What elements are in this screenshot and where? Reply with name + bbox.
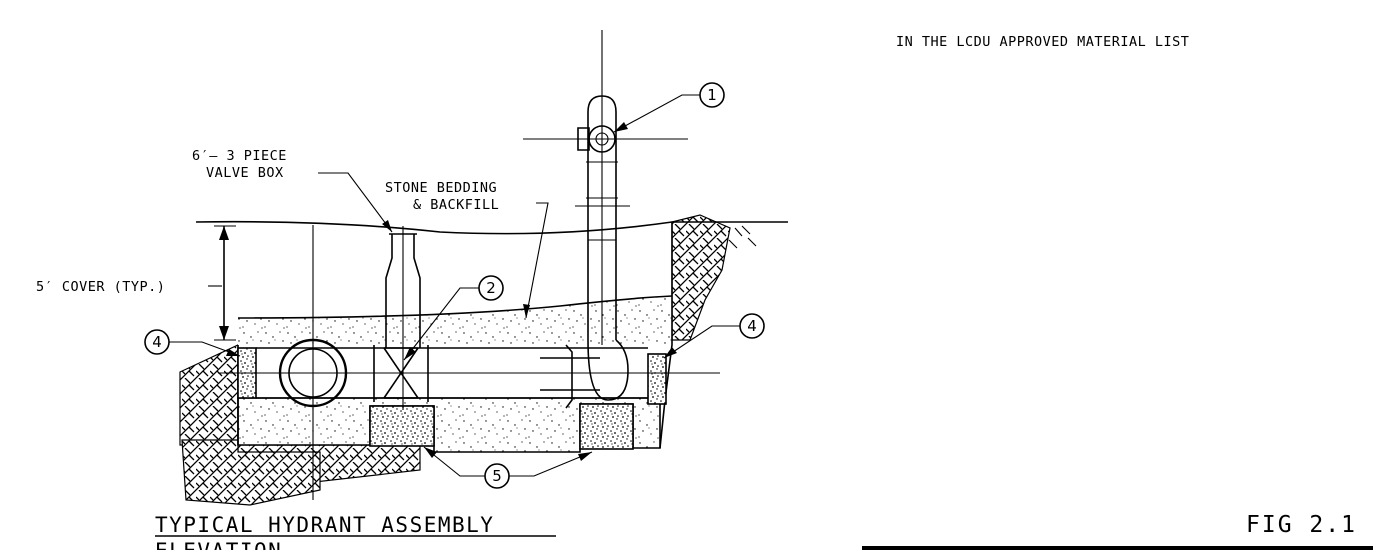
callout-1-number: 1 <box>707 86 717 104</box>
callout-5-leader-left <box>423 446 485 477</box>
callout-4-right-leader <box>663 325 740 359</box>
main-pipe <box>256 347 648 399</box>
cover-arrow-top <box>219 226 229 240</box>
callout-5-number: 5 <box>492 467 502 485</box>
callout-1-leader <box>613 94 700 133</box>
cover-label: 5′ COVER (TYP.) <box>36 279 165 295</box>
drawing-subtitle: ELEVATION <box>155 539 282 550</box>
callout-2-arrow <box>404 347 416 360</box>
valve-box-arrow <box>382 220 392 232</box>
nozzle-cap <box>577 127 590 151</box>
callout-4-right-arrow <box>664 347 677 358</box>
valve-pad <box>369 405 435 447</box>
callout-4-left-number: 4 <box>152 333 162 351</box>
stone-bedding <box>238 296 672 345</box>
valve-box-label-1: 6′– 3 PIECE <box>192 148 287 164</box>
callout-2-number: 2 <box>486 279 496 297</box>
callout-4-left-leader <box>169 341 241 357</box>
callout-1-arrow <box>614 122 628 132</box>
thrust-block-right <box>647 353 667 405</box>
figure-label: FIG 2.1 <box>1246 512 1357 538</box>
cover-arrow-bottom <box>219 326 229 340</box>
stone-arrow <box>523 304 530 318</box>
hydrant-elbow <box>587 339 629 401</box>
soil-ticks <box>728 225 757 249</box>
callout-4-right-number: 4 <box>747 317 757 335</box>
callout-5-leader-right <box>509 451 593 477</box>
ground-line <box>195 220 788 235</box>
callout-5-arrow-left <box>424 447 437 458</box>
stone-label-1: STONE BEDDING <box>385 180 497 196</box>
barrel-flange-1 <box>575 161 630 241</box>
callout-5-arrow-right <box>578 452 592 461</box>
hydrant-pad <box>579 403 634 450</box>
callout-4-left-arrow <box>226 349 240 356</box>
valve-box-leader <box>318 172 393 233</box>
callout-2-leader <box>403 287 479 361</box>
stone-label-2: & BACKFILL <box>413 197 499 213</box>
valve-box-label-2: VALVE BOX <box>206 165 284 181</box>
stone-leader <box>525 202 549 319</box>
soil-hatch-right <box>671 214 731 341</box>
pipe-joint <box>565 344 573 409</box>
gate-valve <box>373 345 429 402</box>
header-note: IN THE LCDU APPROVED MATERIAL LIST <box>896 34 1189 50</box>
lateral-pipe <box>540 357 600 391</box>
drawing-title: TYPICAL HYDRANT ASSEMBLY <box>155 513 494 537</box>
